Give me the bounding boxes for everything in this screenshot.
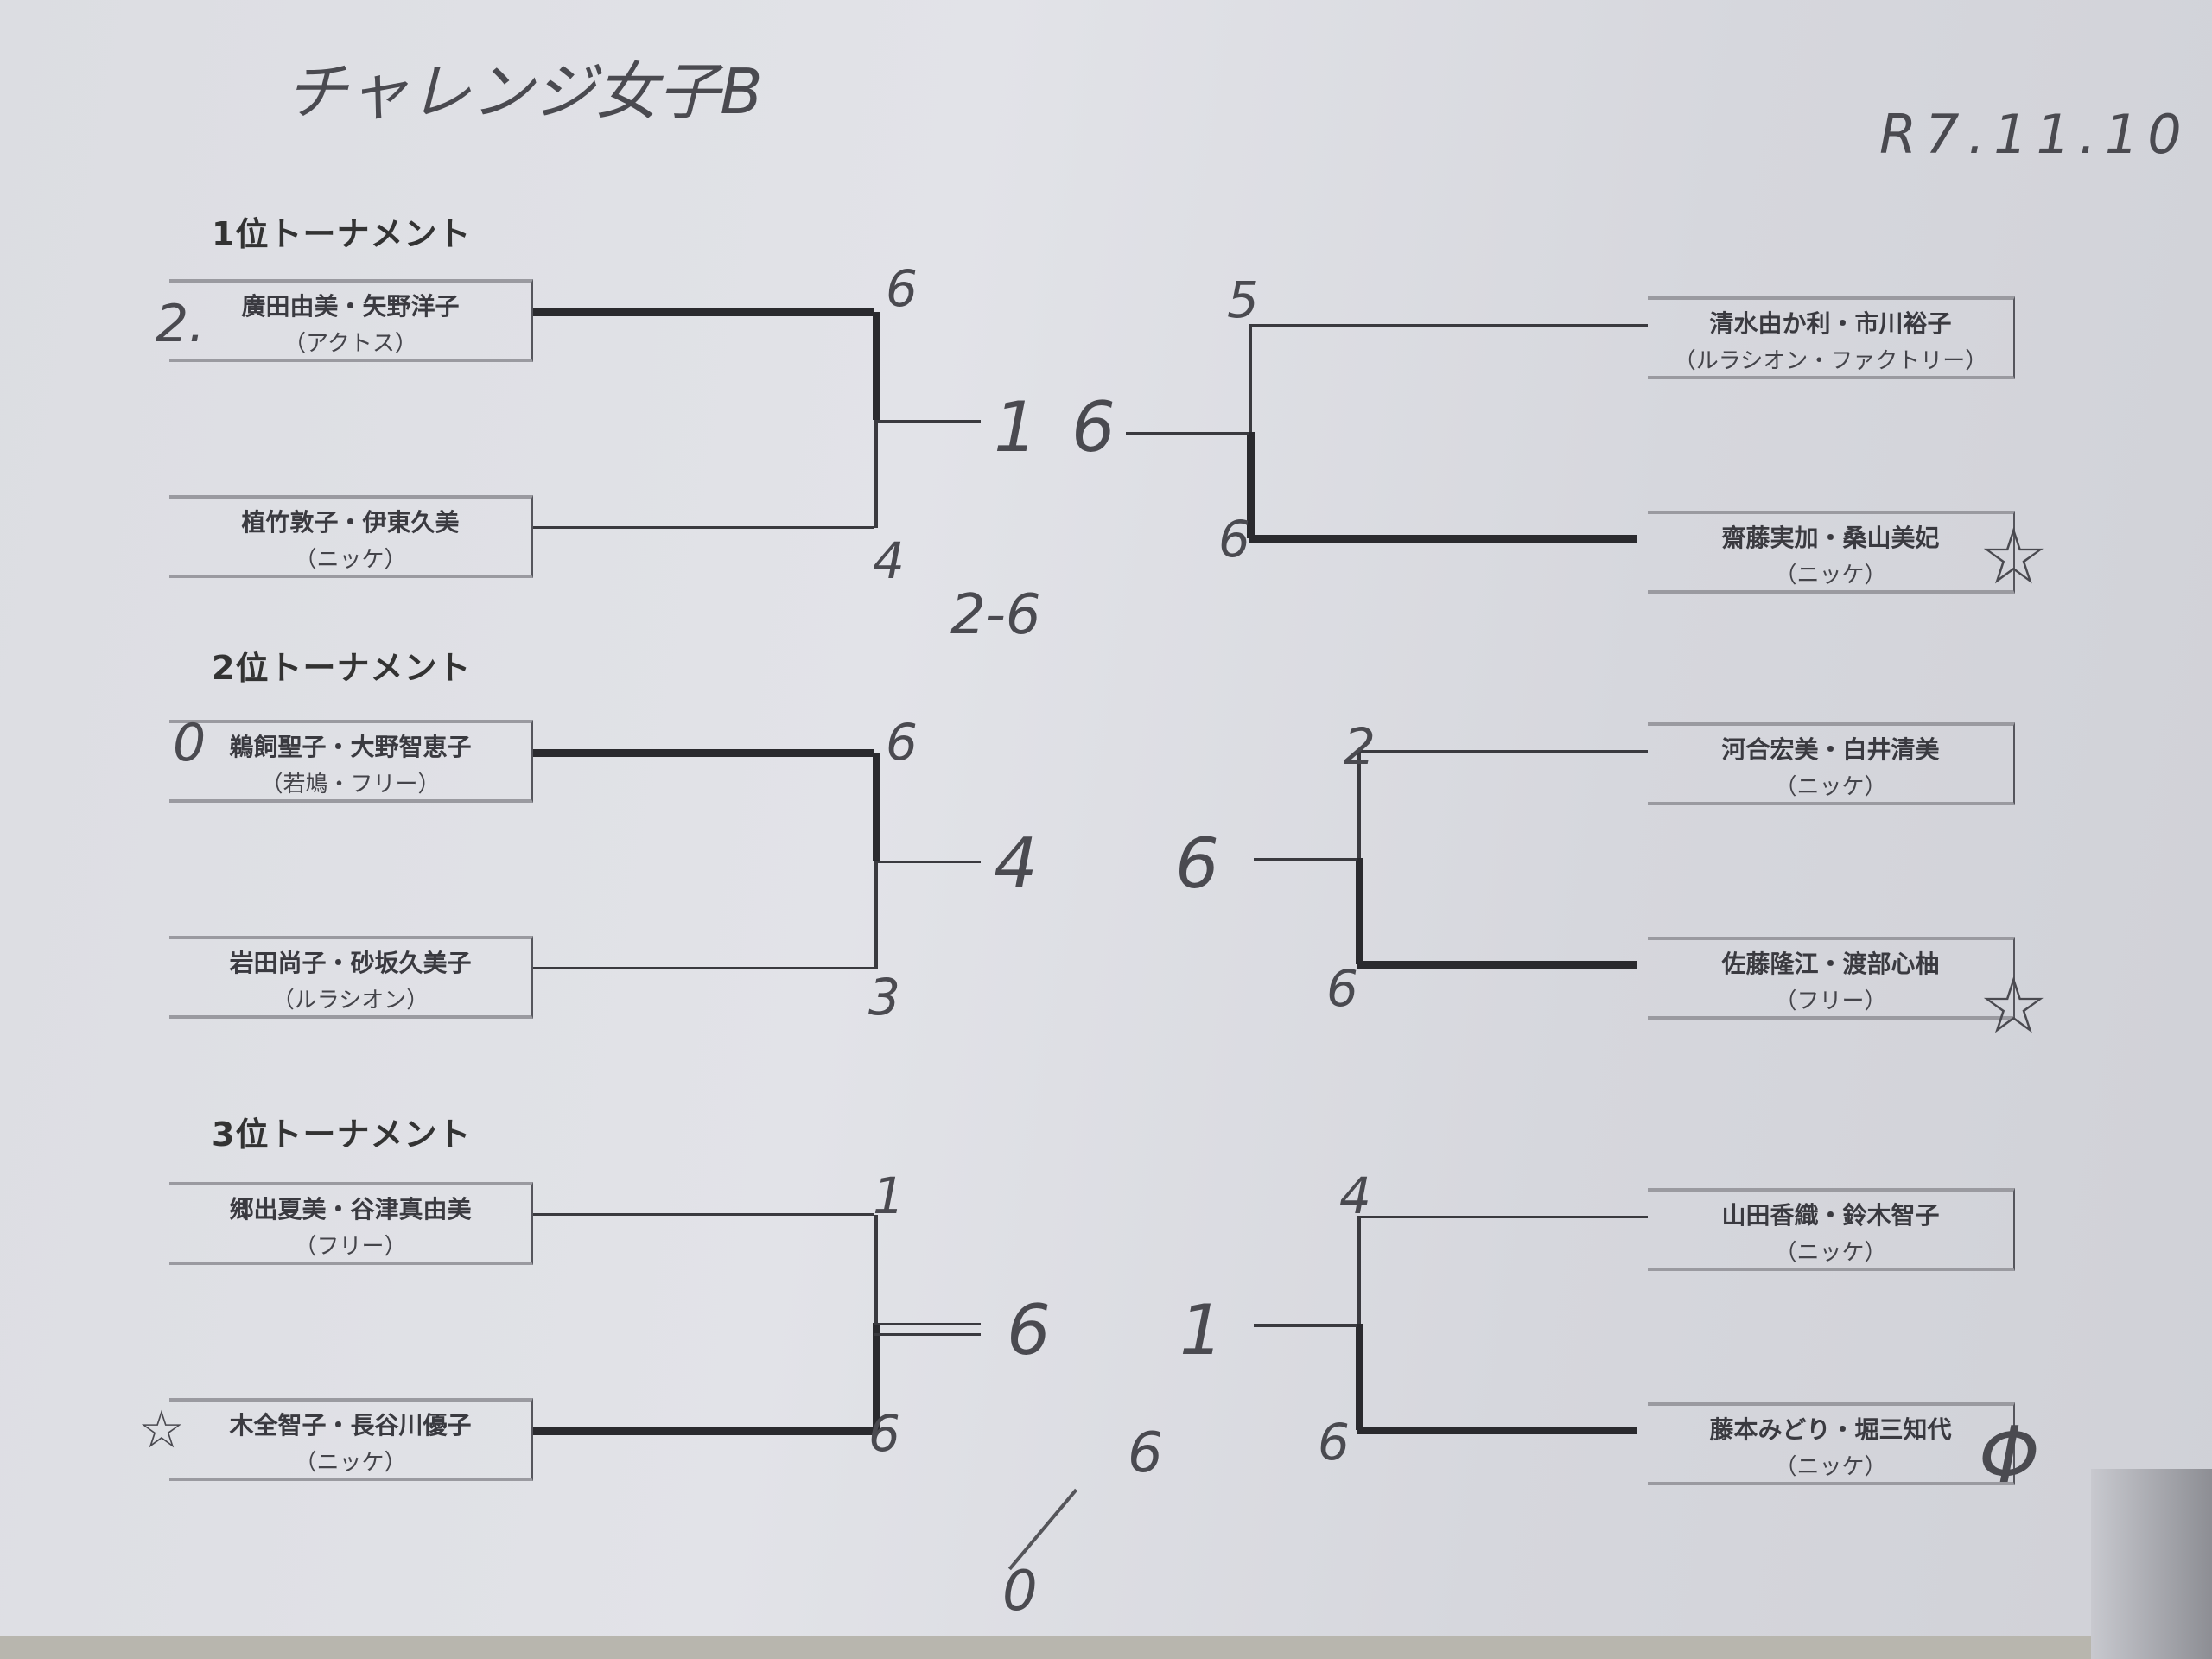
score-handwritten: 6 xyxy=(1218,510,1250,569)
bracket-line xyxy=(533,526,874,529)
bracket-line xyxy=(1357,1216,1648,1218)
team-club: （ニッケ） xyxy=(1774,1240,1887,1266)
team-club: （ニッケ） xyxy=(1774,774,1887,800)
bracket-line xyxy=(873,312,880,420)
score-handwritten: 1 xyxy=(873,1166,905,1225)
note-handwritten: 0 xyxy=(1002,1560,1038,1624)
bracket-line xyxy=(874,1333,981,1336)
team-club: （フリー） xyxy=(1774,988,1887,1014)
bracket-line xyxy=(1247,432,1255,538)
rank-mark-handwritten: ☆ xyxy=(1979,512,2049,602)
team-club: （フリー） xyxy=(294,1234,407,1260)
team-club: （ルラシオン・ファクトリー） xyxy=(1673,348,1988,374)
team-names: 郷出夏美・谷津真由美 xyxy=(229,1195,472,1224)
bracket-line xyxy=(1356,1324,1363,1430)
bracket-line xyxy=(1357,1427,1637,1434)
table-edge xyxy=(0,1636,2212,1659)
bracket-heading: 3位トーナメント xyxy=(212,1116,472,1154)
final-score-handwritten: 4 xyxy=(994,823,1038,904)
final-score-handwritten: 1 xyxy=(1179,1290,1224,1370)
bracket-line xyxy=(1249,535,1637,543)
sheet-title-handwritten: チャレンジ女子B xyxy=(285,55,763,128)
team-box: 山田香織・鈴木智子 （ニッケ） xyxy=(1648,1188,2015,1271)
bracket-line xyxy=(873,1323,880,1431)
score-handwritten: 6 xyxy=(1318,1413,1350,1471)
team-names: 廣田由美・矢野洋子 xyxy=(241,292,460,321)
score-handwritten: 6 xyxy=(886,259,918,318)
score-handwritten: 6 xyxy=(868,1404,900,1463)
bracket-line xyxy=(1254,1324,1357,1327)
final-score-handwritten: 6 xyxy=(1007,1290,1051,1370)
team-names: 岩田尚子・砂坂久美子 xyxy=(229,949,472,977)
bracket-line xyxy=(533,1427,874,1435)
bracket-line xyxy=(874,861,981,863)
team-club: （ニッケ） xyxy=(294,547,407,573)
bracket-line xyxy=(533,749,874,757)
bracket-line xyxy=(1254,858,1357,861)
slash-stroke xyxy=(1007,1488,1078,1571)
bracket-line xyxy=(533,308,874,316)
background-corner xyxy=(2091,1469,2212,1659)
bracket-line xyxy=(1357,961,1637,969)
bracket-line xyxy=(1126,432,1249,435)
team-box: 清水由か利・市川裕子 （ルラシオン・ファクトリー） xyxy=(1648,296,2015,379)
team-names: 山田香織・鈴木智子 xyxy=(1721,1201,1940,1230)
bracket-heading: 1位トーナメント xyxy=(212,215,472,253)
final-score-handwritten: 6 xyxy=(1175,823,1219,904)
bracket-line xyxy=(874,420,981,423)
rank-mark-handwritten: ☆ xyxy=(138,1400,185,1460)
team-club: （ニッケ） xyxy=(1774,1454,1887,1480)
score-handwritten: 4 xyxy=(1339,1166,1371,1225)
bracket-line xyxy=(533,1213,874,1216)
team-names: 藤本みどり・堀三知代 xyxy=(1709,1415,1952,1444)
bracket-line xyxy=(873,753,880,861)
bracket-line xyxy=(1357,750,1648,753)
team-box: 木全智子・長谷川優子 （ニッケ） xyxy=(169,1398,533,1481)
team-box: 齋藤実加・桑山美妃 （ニッケ） xyxy=(1648,511,2015,594)
note-handwritten: 2-6 xyxy=(950,583,1041,647)
team-names: 齋藤実加・桑山美妃 xyxy=(1721,524,1940,552)
team-club: （ニッケ） xyxy=(1774,563,1887,588)
final-score-handwritten: 6 xyxy=(1071,387,1116,467)
team-box: 河合宏美・白井清美 （ニッケ） xyxy=(1648,722,2015,805)
sheet-date-handwritten: R7.11.10 xyxy=(1879,103,2190,166)
score-handwritten: 4 xyxy=(873,531,905,590)
note-handwritten: 6 xyxy=(1128,1421,1163,1485)
team-names: 植竹敦子・伊東久美 xyxy=(241,508,460,537)
rank-mark-handwritten: 2. xyxy=(156,294,206,354)
bracket-line xyxy=(874,1323,981,1325)
team-names: 河合宏美・白井清美 xyxy=(1721,735,1940,764)
bracket-line xyxy=(1356,858,1363,964)
team-box: 佐藤隆江・渡部心柚 （フリー） xyxy=(1648,937,2015,1020)
bracket-line xyxy=(1249,324,1648,327)
team-names: 清水由か利・市川裕子 xyxy=(1709,309,1952,338)
bracket-heading: 2位トーナメント xyxy=(212,649,472,687)
team-box: 岩田尚子・砂坂久美子 （ルラシオン） xyxy=(169,936,533,1019)
team-box: 廣田由美・矢野洋子 （アクトス） xyxy=(169,279,533,362)
score-handwritten: 6 xyxy=(886,713,918,772)
team-box: 植竹敦子・伊東久美 （ニッケ） xyxy=(169,495,533,578)
rank-mark-handwritten: Φ xyxy=(1979,1410,2040,1501)
score-handwritten: 6 xyxy=(1326,959,1358,1018)
team-box: 鵜飼聖子・大野智恵子 （若鳩・フリー） xyxy=(169,720,533,803)
team-club: （ニッケ） xyxy=(294,1450,407,1476)
score-handwritten: 2 xyxy=(1344,717,1376,776)
team-club: （アクトス） xyxy=(283,331,417,357)
rank-mark-handwritten: ☆ xyxy=(1979,961,2049,1052)
rank-mark-handwritten: 0 xyxy=(173,713,207,773)
score-handwritten: 3 xyxy=(868,968,900,1027)
team-club: （ルラシオン） xyxy=(271,988,429,1014)
bracket-line xyxy=(533,967,874,969)
score-handwritten: 5 xyxy=(1227,270,1259,329)
team-club: （若鳩・フリー） xyxy=(260,772,441,798)
final-score-handwritten: 1 xyxy=(994,387,1038,467)
team-names: 佐藤隆江・渡部心柚 xyxy=(1721,950,1940,978)
team-names: 鵜飼聖子・大野智恵子 xyxy=(229,733,472,761)
team-names: 木全智子・長谷川優子 xyxy=(229,1411,472,1440)
team-box: 藤本みどり・堀三知代 （ニッケ） xyxy=(1648,1402,2015,1485)
team-box: 郷出夏美・谷津真由美 （フリー） xyxy=(169,1182,533,1265)
